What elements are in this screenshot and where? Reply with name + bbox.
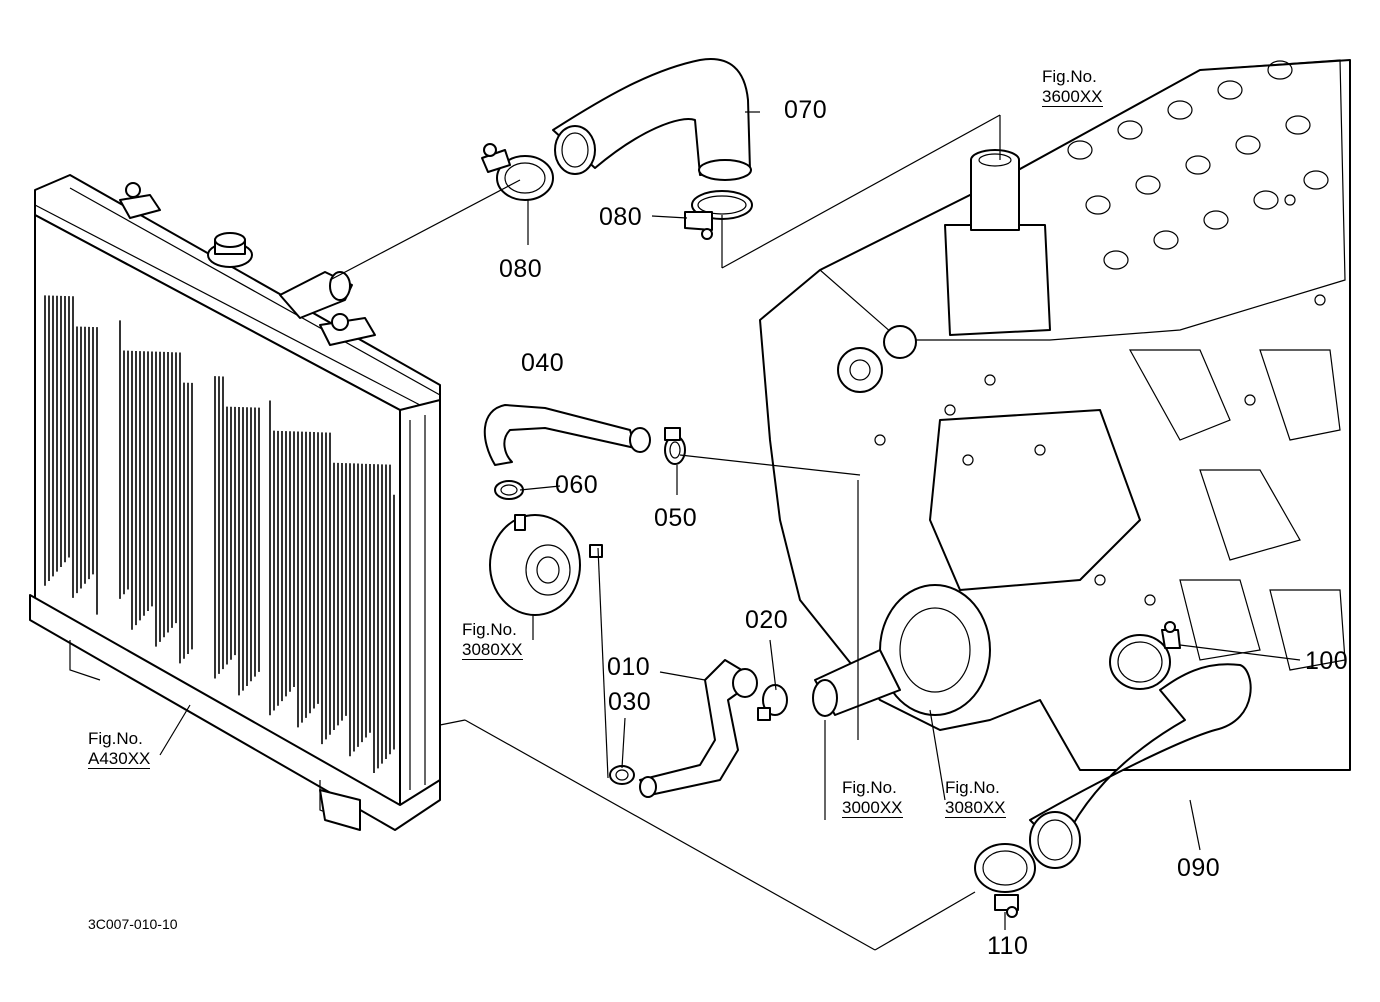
part-label-050: 050 <box>654 504 698 532</box>
clamp-100 <box>1109 621 1181 690</box>
part-label-080-upper: 080 <box>499 255 543 283</box>
figure-ref-3000xx[interactable]: Fig.No. 3000XX <box>842 779 903 818</box>
clamp-110 <box>974 843 1036 918</box>
figure-ref-prefix: Fig.No. <box>842 778 897 797</box>
part-label-070: 070 <box>784 96 828 124</box>
part-label-020: 020 <box>745 606 789 634</box>
figure-ref-prefix: Fig.No. <box>945 778 1000 797</box>
figure-ref-3080xx-gear-case[interactable]: Fig.No. 3080XX <box>945 779 1006 818</box>
part-label-030: 030 <box>608 688 652 716</box>
figure-ref-3080xx-oil-cooler[interactable]: Fig.No. 3080XX <box>462 621 523 660</box>
clamp-060 <box>494 480 524 500</box>
clamp-030 <box>609 765 635 785</box>
figure-ref-3600xx[interactable]: Fig.No. 3600XX <box>1042 68 1103 107</box>
diagram-code: 3C007-010-10 <box>88 916 178 932</box>
figure-ref-prefix: Fig.No. <box>1042 67 1097 86</box>
radiator <box>29 174 441 831</box>
clamp-080-right <box>684 190 753 240</box>
part-label-010: 010 <box>607 653 651 681</box>
part-label-060: 060 <box>555 471 599 499</box>
figure-ref-number: 3600XX <box>1042 87 1103 107</box>
engine-detail-marks <box>874 194 1326 606</box>
hose-010 <box>639 659 758 798</box>
clamp-020 <box>757 684 788 721</box>
part-label-040: 040 <box>521 349 565 377</box>
hose-070 <box>552 58 752 181</box>
part-label-110: 110 <box>987 932 1029 960</box>
figure-ref-prefix: Fig.No. <box>88 729 143 748</box>
part-label-080-right: 080 <box>599 203 643 231</box>
clamp-050 <box>664 427 686 465</box>
oil-cooler <box>489 514 603 616</box>
figure-ref-prefix: Fig.No. <box>462 620 517 639</box>
figure-ref-number: 3080XX <box>462 640 523 660</box>
leader-lines <box>159 111 1301 951</box>
clamp-080-upper-left <box>481 143 554 201</box>
figure-ref-number: 3080XX <box>945 798 1006 818</box>
engine-block <box>759 59 1351 771</box>
figure-ref-number: 3000XX <box>842 798 903 818</box>
part-label-100: 100 <box>1305 647 1349 675</box>
part-label-090: 090 <box>1177 854 1221 882</box>
radiator-core-fins <box>44 295 395 774</box>
figure-ref-a430xx[interactable]: Fig.No. A430XX <box>88 729 151 769</box>
hose-090 <box>1029 663 1252 869</box>
figure-ref-number: A430XX <box>88 749 151 769</box>
hose-040 <box>483 404 651 466</box>
